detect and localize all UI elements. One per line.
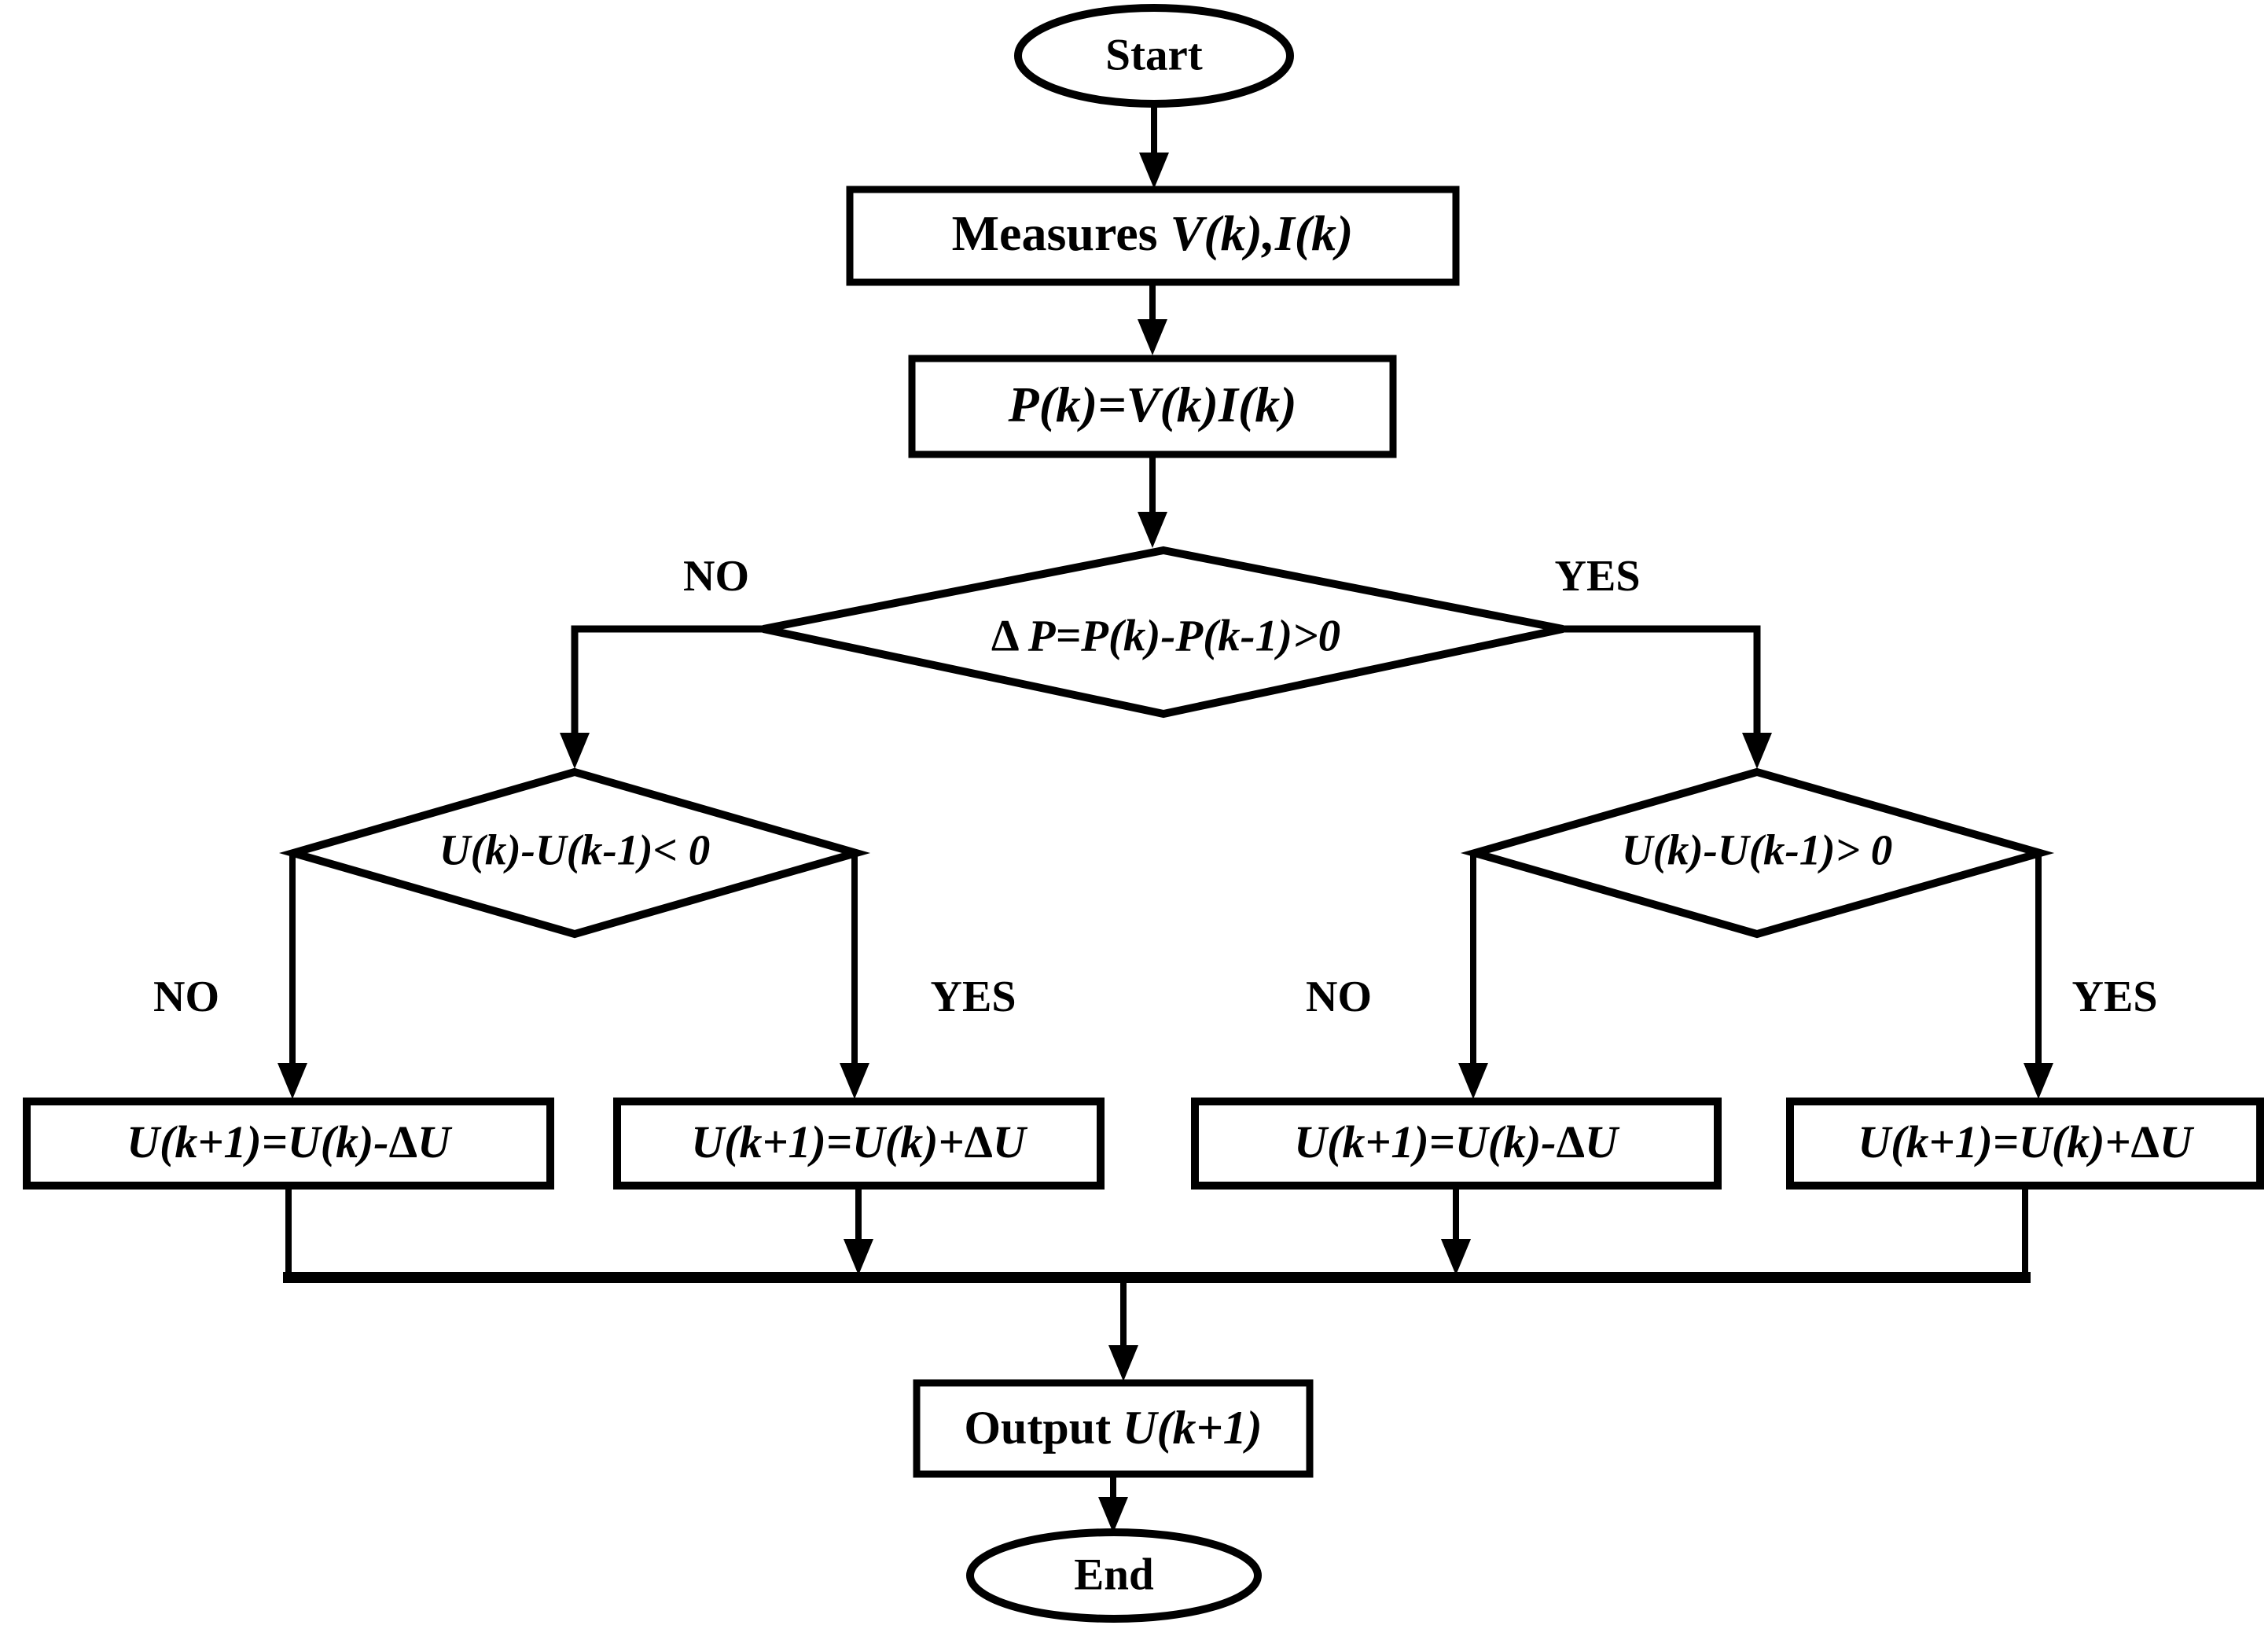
dp-decision-shape <box>762 546 1564 719</box>
action-left-no-shape <box>23 1098 554 1190</box>
du-left-decision-label: U(k)-U(k-1)< 0 <box>439 826 711 874</box>
arrowhead-dp-yes <box>1742 733 1772 769</box>
arrowhead-bus-output <box>1108 1345 1138 1381</box>
action-left-no-label: U(k+1)=U(k)-ΔU <box>127 1116 450 1167</box>
action-right-no-label: U(k+1)=U(k)-ΔU <box>1294 1116 1618 1167</box>
arrowhead-du-right-no <box>1458 1063 1488 1099</box>
du-right-no-label: NO <box>1306 973 1372 1021</box>
du-left-yes-label: YES <box>930 973 1016 1021</box>
arrowhead-power-dp <box>1138 512 1167 548</box>
dp-no-label: NO <box>683 552 749 601</box>
start-label: Start <box>1105 30 1203 80</box>
arrowhead-du-left-no <box>278 1063 307 1099</box>
arrowhead-start-measure <box>1139 153 1169 189</box>
du-right-yes-label: YES <box>2071 973 2158 1021</box>
end-terminator-shape <box>966 1528 1262 1623</box>
power-process-shape <box>908 355 1397 458</box>
edge-dp-yes <box>1563 625 1761 734</box>
arrowhead-du-left-yes <box>840 1063 869 1099</box>
end-label: End <box>1074 1550 1154 1600</box>
arrowhead-du-right-yes <box>2024 1063 2053 1099</box>
arrowhead-action-left-yes-bus <box>844 1239 873 1275</box>
du-left-decision-shape <box>278 767 871 939</box>
action-left-yes-label: U(k+1)=U(k)+ΔU <box>691 1116 1026 1167</box>
measure-process-shape <box>846 186 1460 286</box>
arrowhead-action-right-no-bus <box>1441 1239 1471 1275</box>
dp-decision-label: Δ P=P(k)-P(k-1)>0 <box>991 611 1341 661</box>
edge-dp-no <box>571 625 763 734</box>
arrowhead-measure-power <box>1138 319 1167 355</box>
du-right-decision-shape <box>1460 767 2055 939</box>
du-left-no-label: NO <box>153 973 219 1021</box>
arrowhead-dp-no <box>560 733 590 769</box>
output-process-shape <box>913 1379 1314 1478</box>
du-right-decision-label: U(k)-U(k-1)> 0 <box>1621 826 1893 874</box>
arrowhead-output-end <box>1098 1497 1128 1533</box>
output-label: Output U(k+1) <box>964 1402 1263 1454</box>
action-right-yes-label: U(k+1)=U(k)+ΔU <box>1858 1116 2193 1167</box>
measure-label: Measures V(k),I(k) <box>951 205 1354 261</box>
power-label: P(k)=V(k)I(k) <box>1008 377 1297 432</box>
action-right-no-shape <box>1191 1098 1722 1190</box>
dp-yes-label: YES <box>1554 552 1641 601</box>
